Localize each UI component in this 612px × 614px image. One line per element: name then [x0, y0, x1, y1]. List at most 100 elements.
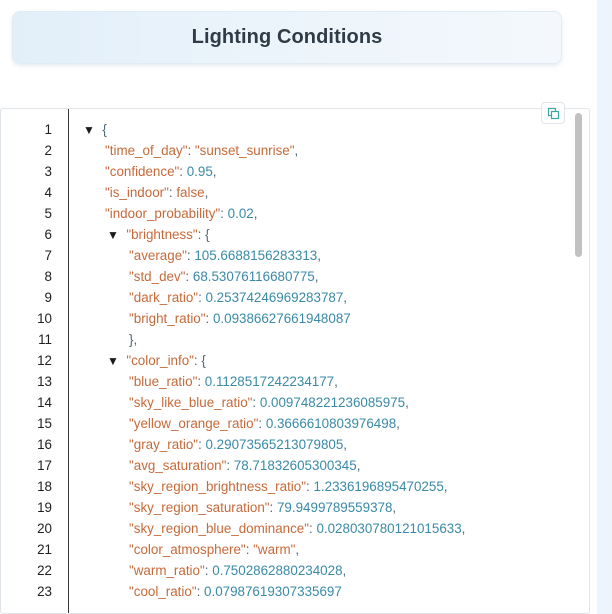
line-number: 1	[44, 122, 52, 137]
code-line: 23"cool_ratio": 0.07987619307335697	[1, 581, 566, 602]
collapse-triangle-icon[interactable]: ▼	[107, 354, 119, 368]
code-line: 3 "confidence": 0.95,	[1, 161, 566, 182]
json-key: "time_of_day"	[105, 143, 188, 158]
code-line: 15"yellow_orange_ratio": 0.3666610803976…	[1, 413, 566, 434]
line-content: "sky_region_saturation": 79.949978955937…	[129, 497, 396, 518]
json-comma: ,	[253, 206, 258, 221]
json-separator: :	[204, 563, 213, 578]
json-value: 68.53076116680775	[192, 269, 315, 284]
right-background-strip	[597, 0, 612, 614]
code-line: 10"bright_ratio": 0.09386627661948087	[1, 308, 566, 329]
json-separator: :	[252, 395, 260, 410]
line-number: 15	[37, 416, 52, 431]
json-separator: :	[306, 479, 314, 494]
code-line: 14"sky_like_blue_ratio": 0.0097482212360…	[1, 392, 566, 413]
json-value: 0.009748221236085975	[259, 395, 406, 410]
json-value: 0.028030780121015633	[316, 521, 462, 536]
line-content: "average": 105.6688156283313,	[129, 245, 321, 266]
json-separator: :	[179, 164, 187, 179]
line-number: 9	[44, 290, 52, 305]
json-value: 0.7502862880234028	[212, 563, 343, 578]
line-content: ▼ "brightness": {	[107, 224, 210, 246]
line-content: "time_of_day": "sunset_sunrise",	[105, 140, 298, 161]
json-separator: :	[198, 290, 206, 305]
line-number: 4	[44, 185, 52, 200]
code-line: 9"dark_ratio": 0.25374246969283787,	[1, 287, 566, 308]
code-line: 16 "gray_ratio": 0.29073565213079805,	[1, 434, 566, 455]
json-value: 79.9499789559378	[276, 500, 393, 515]
json-comma: ,	[396, 416, 400, 431]
line-number: 22	[37, 563, 52, 578]
json-value: 78.71832605300345	[233, 458, 357, 473]
json-value: 0.95	[186, 164, 213, 179]
json-key: "cool_ratio"	[129, 584, 197, 599]
section-header: Lighting Conditions	[12, 11, 562, 64]
line-content: "confidence": 0.95,	[105, 161, 217, 182]
line-content: "color_atmosphere": "warm",	[129, 539, 299, 560]
json-separator: :	[197, 227, 206, 242]
json-key: "color_atmosphere"	[129, 542, 246, 557]
code-line: 19"sky_region_saturation": 79.9499789559…	[1, 497, 566, 518]
json-comma: ,	[294, 143, 299, 158]
json-separator: :	[258, 416, 266, 431]
collapse-triangle-icon[interactable]: ▼	[107, 228, 119, 242]
json-key: "indoor_probability"	[105, 206, 221, 221]
line-number: 8	[44, 269, 52, 284]
json-value: 105.6688156283313	[194, 248, 318, 263]
code-line: 18"sky_region_brightness_ratio": 1.23361…	[1, 476, 566, 497]
line-content: "blue_ratio": 0.1128517242234177,	[129, 371, 338, 392]
code-line: 20"sky_region_blue_dominance": 0.0280307…	[1, 518, 566, 539]
json-value: 0.07987619307335697	[204, 584, 342, 599]
json-key: "average"	[129, 248, 187, 263]
json-separator: :	[205, 311, 213, 326]
line-content: "is_indoor": false,	[105, 182, 208, 203]
line-content: ▼ "color_info": {	[107, 350, 206, 372]
line-number: 17	[37, 458, 52, 473]
json-comma: ,	[334, 374, 338, 389]
json-key: "warm_ratio"	[129, 563, 205, 578]
json-key: "sky_region_brightness_ratio"	[129, 479, 306, 494]
line-number: 6	[44, 227, 52, 242]
copy-icon-glyph	[547, 107, 559, 119]
json-separator: :	[308, 521, 317, 536]
json-comma: ,	[461, 521, 466, 536]
json-key: "color_info"	[126, 353, 194, 368]
collapse-triangle-icon[interactable]: ▼	[83, 123, 95, 137]
line-number: 3	[44, 164, 52, 179]
line-content: "gray_ratio": 0.29073565213079805,	[129, 434, 347, 455]
copy-icon[interactable]	[541, 102, 565, 124]
opening-brace: {	[102, 122, 107, 137]
line-content: ▼ {	[83, 119, 107, 141]
gutter-divider	[68, 109, 69, 613]
json-key: "std_dev"	[129, 269, 186, 284]
line-number: 11	[38, 332, 52, 347]
line-content: "sky_like_blue_ratio": 0.009748221236085…	[129, 392, 409, 413]
json-key: "sky_region_blue_dominance"	[129, 521, 309, 536]
line-number: 18	[37, 479, 52, 494]
json-key: "avg_saturation"	[129, 458, 227, 473]
json-comma: ,	[405, 395, 409, 410]
line-content: "std_dev": 68.53076116680775,	[129, 266, 319, 287]
json-separator: :	[245, 542, 254, 557]
json-comma: ,	[295, 542, 300, 557]
scrollbar-thumb[interactable]	[575, 113, 582, 257]
json-separator: :	[269, 500, 277, 515]
json-value: 0.3666610803976498	[265, 416, 397, 431]
code-line: 13"blue_ratio": 0.1128517242234177,	[1, 371, 566, 392]
line-number: 16	[37, 437, 52, 452]
json-value: 0.1128517242234177	[204, 374, 335, 389]
code-line: 4 "is_indoor": false,	[1, 182, 566, 203]
line-content: "cool_ratio": 0.07987619307335697	[129, 581, 342, 602]
json-comma: ,	[343, 437, 348, 452]
code-line: 11},	[1, 329, 566, 350]
json-value: 0.29073565213079805	[205, 437, 344, 452]
code-line: 1 ▼ {	[1, 119, 566, 140]
json-separator: :	[186, 248, 195, 263]
json-separator: :	[196, 584, 205, 599]
json-value: 0.25374246969283787	[205, 290, 344, 305]
json-key: "bright_ratio"	[129, 311, 206, 326]
vertical-scrollbar[interactable]	[573, 110, 585, 608]
code-line: 8 "std_dev": 68.53076116680775,	[1, 266, 566, 287]
line-content: "sky_region_blue_dominance": 0.028030780…	[129, 518, 465, 539]
json-separator: :	[220, 206, 228, 221]
